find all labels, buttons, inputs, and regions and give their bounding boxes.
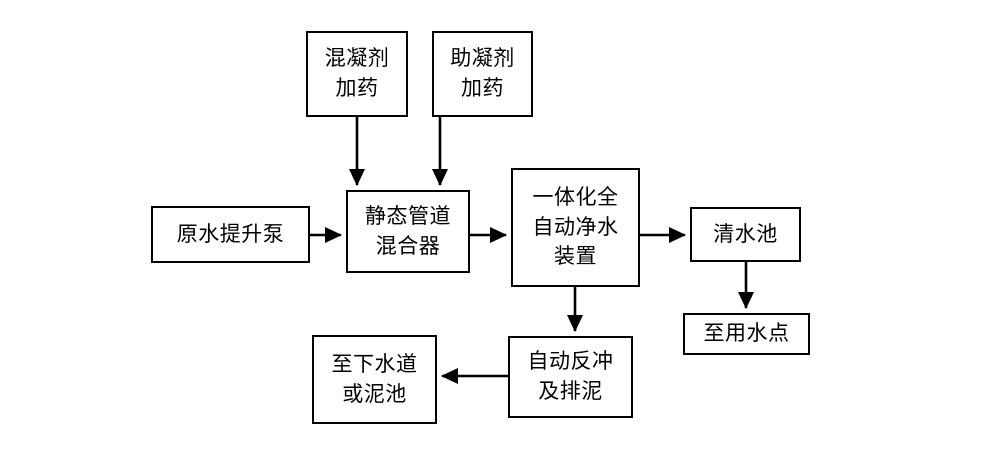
node-label-line: 助凝剂 (450, 46, 515, 71)
node-label-line: 或泥池 (342, 381, 407, 406)
node-label-line: 加药 (335, 76, 379, 100)
node-coagulant-dosing[interactable]: 混凝剂加药 (306, 31, 408, 117)
node-to-water-point[interactable]: 至用水点 (683, 313, 810, 355)
node-label-line: 混凝剂 (324, 46, 390, 71)
node-label-line: 混合器 (375, 233, 441, 258)
node-label-line: 一体化全 (532, 184, 619, 209)
node-auto-backwash[interactable]: 自动反冲及排泥 (508, 336, 633, 418)
node-label-line: 原水提升泵 (176, 221, 285, 246)
node-label-line: 清水池 (713, 221, 778, 246)
node-raw-water-pump[interactable]: 原水提升泵 (151, 206, 310, 263)
node-integrated-purifier[interactable]: 一体化全自动净水装置 (511, 168, 640, 287)
node-label-line: 自动反冲 (527, 349, 614, 374)
node-flocculant-dosing[interactable]: 助凝剂加药 (432, 31, 533, 117)
node-label-line: 装置 (554, 244, 597, 269)
node-clear-water-tank[interactable]: 清水池 (690, 207, 801, 262)
node-label-line: 及排泥 (538, 379, 603, 403)
node-label-line: 自动净水 (532, 214, 619, 239)
node-label-line: 至下水道 (331, 351, 418, 376)
node-label-line: 静态管道 (365, 203, 451, 228)
node-label-line: 至用水点 (703, 321, 790, 346)
node-to-sewer-or-sludge[interactable]: 至下水道或泥池 (312, 335, 437, 424)
node-static-pipe-mixer[interactable]: 静态管道混合器 (346, 190, 470, 273)
node-label-line: 加药 (461, 76, 504, 100)
